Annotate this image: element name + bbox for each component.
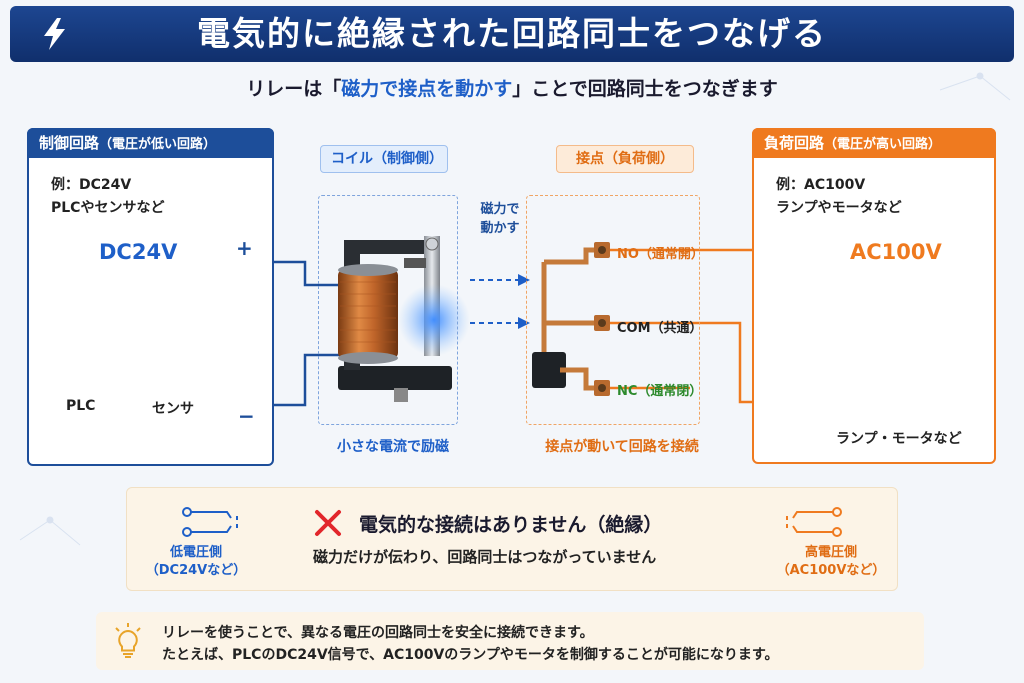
subtitle: リレーは「磁力で接点を動かす」ことで回路同士をつなぎます — [0, 74, 1024, 101]
load-desc-line1: 例：AC100V — [776, 177, 866, 193]
relay-coil — [338, 236, 470, 402]
control-circuit-panel: 制御回路（電圧が低い回路） 例：DC24V PLCやセンサなど DC24V — [27, 128, 274, 466]
low-voltage-wire-icon — [182, 507, 238, 537]
terminal-no-label: NO（通常開） — [617, 247, 704, 262]
contact-dashed-frame — [526, 195, 700, 425]
control-panel-title: 制御回路 — [39, 134, 100, 152]
load-voltage: AC100V — [850, 240, 942, 264]
negative-terminal-sign: − — [238, 404, 255, 428]
arrow-head-lower — [518, 317, 530, 329]
positive-terminal-sign: + — [236, 236, 253, 260]
control-panel-title-note: （電圧が低い回路） — [99, 137, 217, 152]
high-voltage-side-label: 高電圧側 （AC100Vなど） — [775, 544, 887, 580]
high-voltage-line1: 高電圧側 — [804, 545, 857, 560]
lamp-label: ランプ・モータなど — [836, 431, 962, 447]
coil-dashed-frame — [318, 195, 458, 425]
contact-tag: 接点（負荷側） — [556, 145, 694, 173]
control-desc-line1: 例：DC24V — [51, 177, 132, 193]
lightning-bolt-icon — [44, 18, 65, 50]
load-desc-line2: ランプやモータなど — [776, 200, 902, 216]
load-panel-title: 負荷回路 — [764, 134, 825, 152]
page-title: 電気的に絶縁された回路同士をつなげる — [197, 14, 827, 53]
header-banner: 電気的に絶縁された回路同士をつなげる — [10, 6, 1014, 62]
subtitle-prefix: リレーは「 — [246, 78, 342, 100]
control-voltage: DC24V — [99, 240, 178, 264]
relay-contacts — [532, 242, 610, 396]
control-panel-header: 制御回路（電圧が低い回路） — [27, 128, 274, 158]
subtitle-highlight: 磁力で接点を動かす — [341, 78, 513, 100]
note-line1: リレーを使うことで、異なる電圧の回路同士を安全に接続できます。 — [162, 625, 594, 641]
coil-tag: コイル（制御側） — [320, 145, 448, 173]
subtitle-suffix: 」ことで回路同士をつなぎます — [512, 78, 778, 100]
magnet-label-line2: 動かす — [480, 221, 520, 236]
contact-caption: 接点が動いて回路を接続 — [545, 439, 699, 455]
magnet-label: 磁力で 動かす — [470, 200, 530, 238]
note-line2: たとえば、PLCのDC24V信号で、AC100Vのランプやモータを制御することが… — [162, 647, 779, 663]
sensor-label: センサ — [152, 401, 194, 417]
load-circuit-panel: 負荷回路（電圧が高い回路） 例：AC100V ランプやモータなど AC100V — [752, 128, 996, 464]
control-desc-line2: PLCやセンサなど — [51, 200, 165, 216]
lightbulb-icon — [115, 623, 141, 658]
control-panel-description: 例：DC24V PLCやセンサなど — [51, 174, 164, 220]
isolation-title: 電気的な接続はありません（絶縁） — [359, 514, 663, 536]
low-voltage-side-label: 低電圧側 （DC24Vなど） — [141, 544, 251, 580]
load-panel-title-note: （電圧が高い回路） — [824, 137, 942, 152]
low-voltage-line2: （DC24Vなど） — [145, 563, 247, 578]
note-box: リレーを使うことで、異なる電圧の回路同士を安全に接続できます。 たとえば、PLC… — [96, 612, 924, 670]
coil-caption: 小さな電流で励磁 — [337, 439, 449, 455]
isolation-subtext: 磁力だけが伝わり、回路同士はつながっていません — [313, 548, 657, 566]
high-voltage-wire-icon — [786, 507, 842, 537]
load-panel-header: 負荷回路（電圧が高い回路） — [752, 128, 996, 158]
isolation-box: 電気的な接続はありません（絶縁） 磁力だけが伝わり、回路同士はつながっていません… — [126, 487, 898, 591]
cross-icon — [315, 510, 341, 536]
load-panel-description: 例：AC100V ランプやモータなど — [776, 174, 902, 220]
magnet-label-line1: 磁力で — [480, 202, 520, 217]
arrow-head-upper — [518, 274, 530, 286]
terminal-com-label: COM（共通） — [617, 321, 703, 336]
terminal-nc-label: NC（通常閉） — [617, 384, 703, 399]
low-voltage-line1: 低電圧側 — [169, 545, 222, 560]
high-voltage-line2: （AC100Vなど） — [776, 563, 886, 578]
background-decoration — [19, 72, 1011, 546]
plc-label: PLC — [66, 398, 96, 414]
magnetic-force-arrows — [470, 279, 518, 324]
